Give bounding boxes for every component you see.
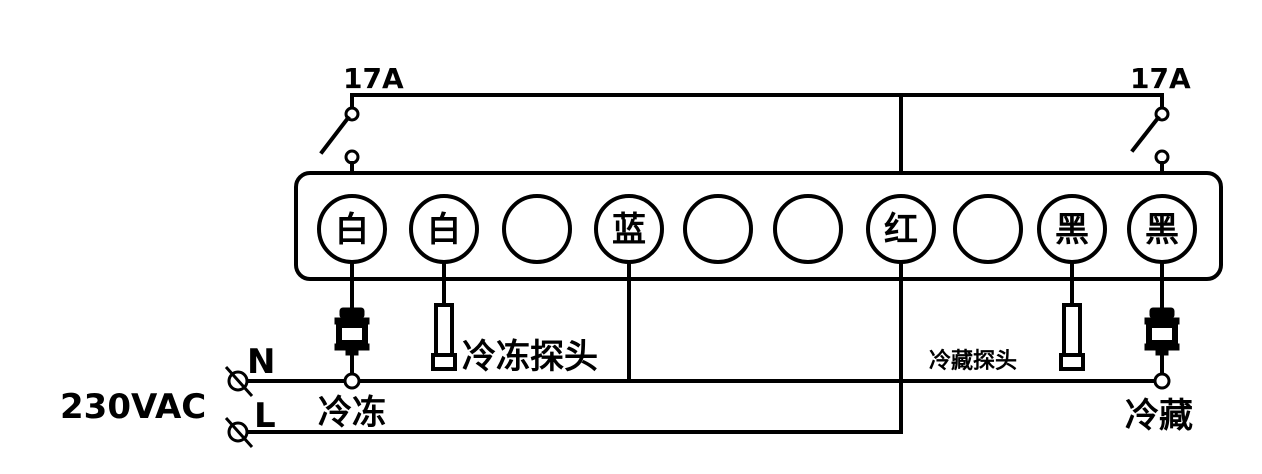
terminal-1: 白 [317,194,387,264]
chill-compressor-icon [1144,307,1180,377]
terminal-9-label: 黑 [1055,210,1089,250]
freeze-probe-label: 冷冻探头 [462,337,598,377]
terminal-2-label: 白 [427,210,461,250]
freeze-probe-icon [431,303,457,371]
terminal-3 [502,194,572,264]
terminal-7-label: 红 [884,210,918,250]
line-label: L [254,396,276,436]
chill-label: 冷藏 [1125,396,1193,436]
freeze-compressor-icon [334,307,370,377]
voltage-label: 230VAC [60,387,206,427]
terminal-2: 白 [409,194,479,264]
terminal-10-label: 黑 [1145,210,1179,250]
left-relay-rating: 17A [343,62,404,95]
terminal-row: 白 白 蓝 红 黑 [317,194,1197,264]
terminal-10: 黑 [1127,194,1197,264]
right-relay-rating: 17A [1130,62,1191,95]
neutral-input-terminal [224,365,254,398]
right-relay-switch [1130,106,1170,198]
terminal-8 [953,194,1023,264]
terminal-7: 红 [866,194,936,264]
terminal-6 [773,194,843,264]
terminal-9: 黑 [1037,194,1107,264]
freeze-neutral-junction [343,372,361,390]
terminal-4: 蓝 [594,194,664,264]
terminal-1-label: 白 [335,210,369,250]
line-input-terminal [224,416,254,449]
terminal-5 [683,194,753,264]
freeze-label: 冷冻 [318,393,386,433]
terminal-4-label: 蓝 [612,210,646,250]
chill-neutral-junction [1153,372,1171,390]
chill-probe-icon [1059,303,1085,371]
chill-probe-label: 冷藏探头 [929,348,1017,374]
neutral-label: N [247,342,275,382]
